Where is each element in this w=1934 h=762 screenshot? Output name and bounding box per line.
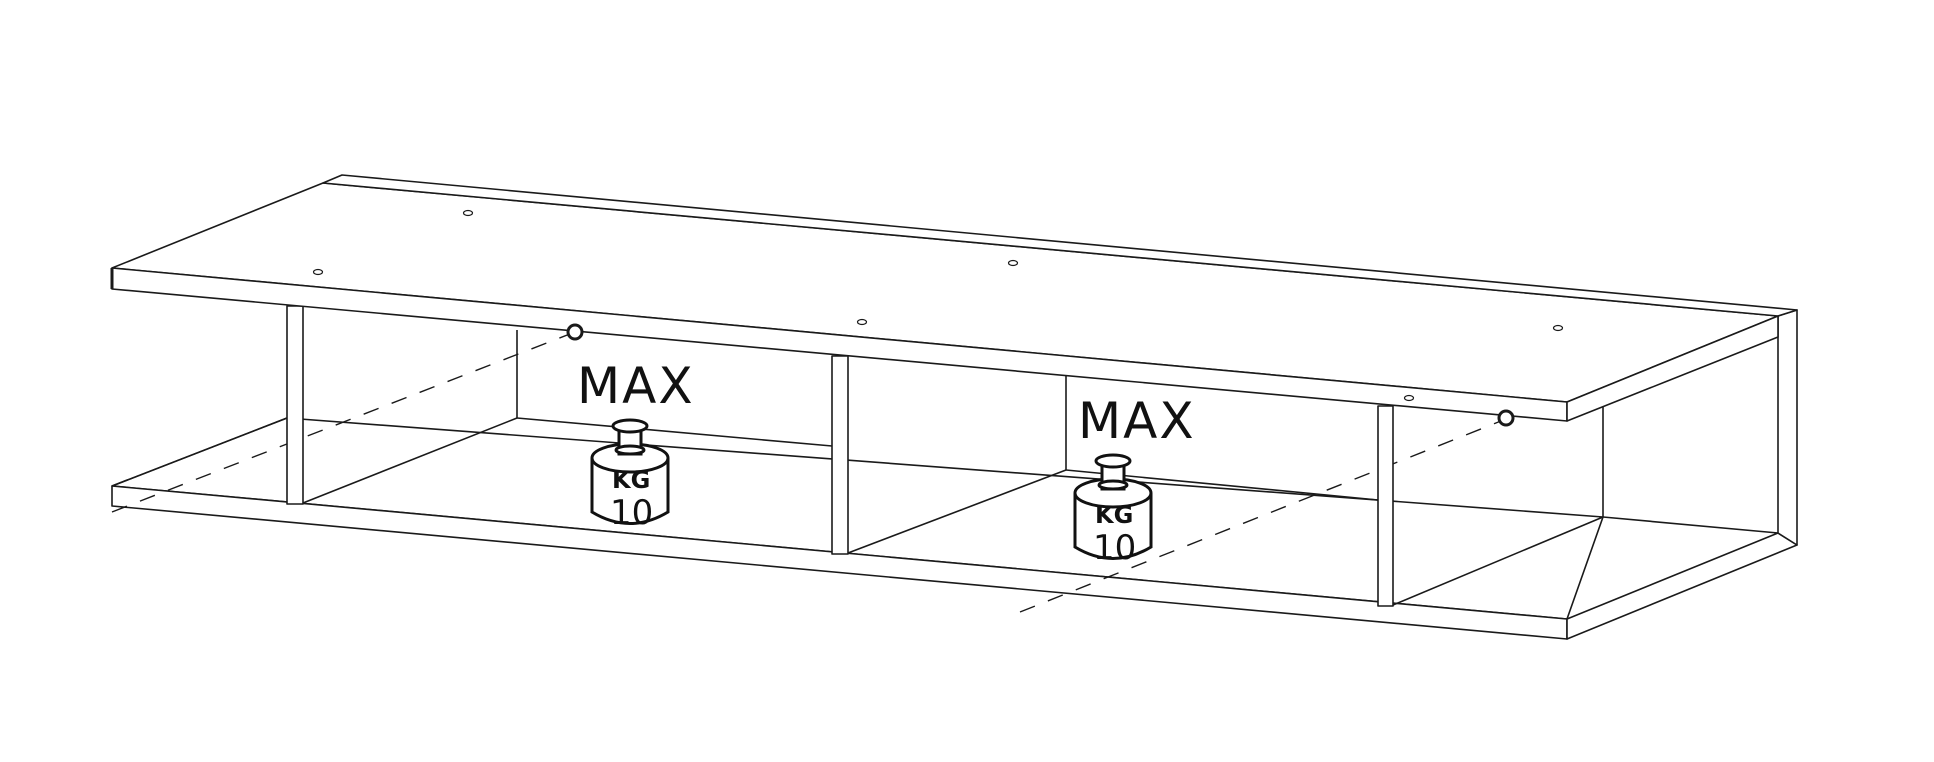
svg-text:10: 10 [610,493,653,533]
dowel-holes [312,209,1564,427]
hole [312,268,324,276]
hole [1403,394,1415,402]
max-load-label-left: MAX KG 10 [577,357,695,533]
weight-icon: KG 10 [1073,453,1153,568]
max-text: MAX [1078,392,1196,450]
svg-text:10: 10 [1093,528,1136,568]
hole [462,209,474,217]
max-text: MAX [577,357,695,415]
top-board [110,174,1798,422]
bottom-board [111,417,1798,640]
svg-text:KG: KG [612,466,650,494]
svg-text:KG: KG [1095,501,1133,529]
mount-point [1497,409,1515,427]
divider-panels [286,305,1798,607]
mounting-guide-lines [111,331,1507,613]
hole [1552,324,1564,332]
max-load-label-right: MAX KG 10 [1073,392,1196,568]
weight-icon: KG 10 [590,418,670,533]
back-panel-lines [111,330,1779,606]
hole [1007,259,1019,267]
hole [856,318,868,326]
mount-point [566,323,584,341]
